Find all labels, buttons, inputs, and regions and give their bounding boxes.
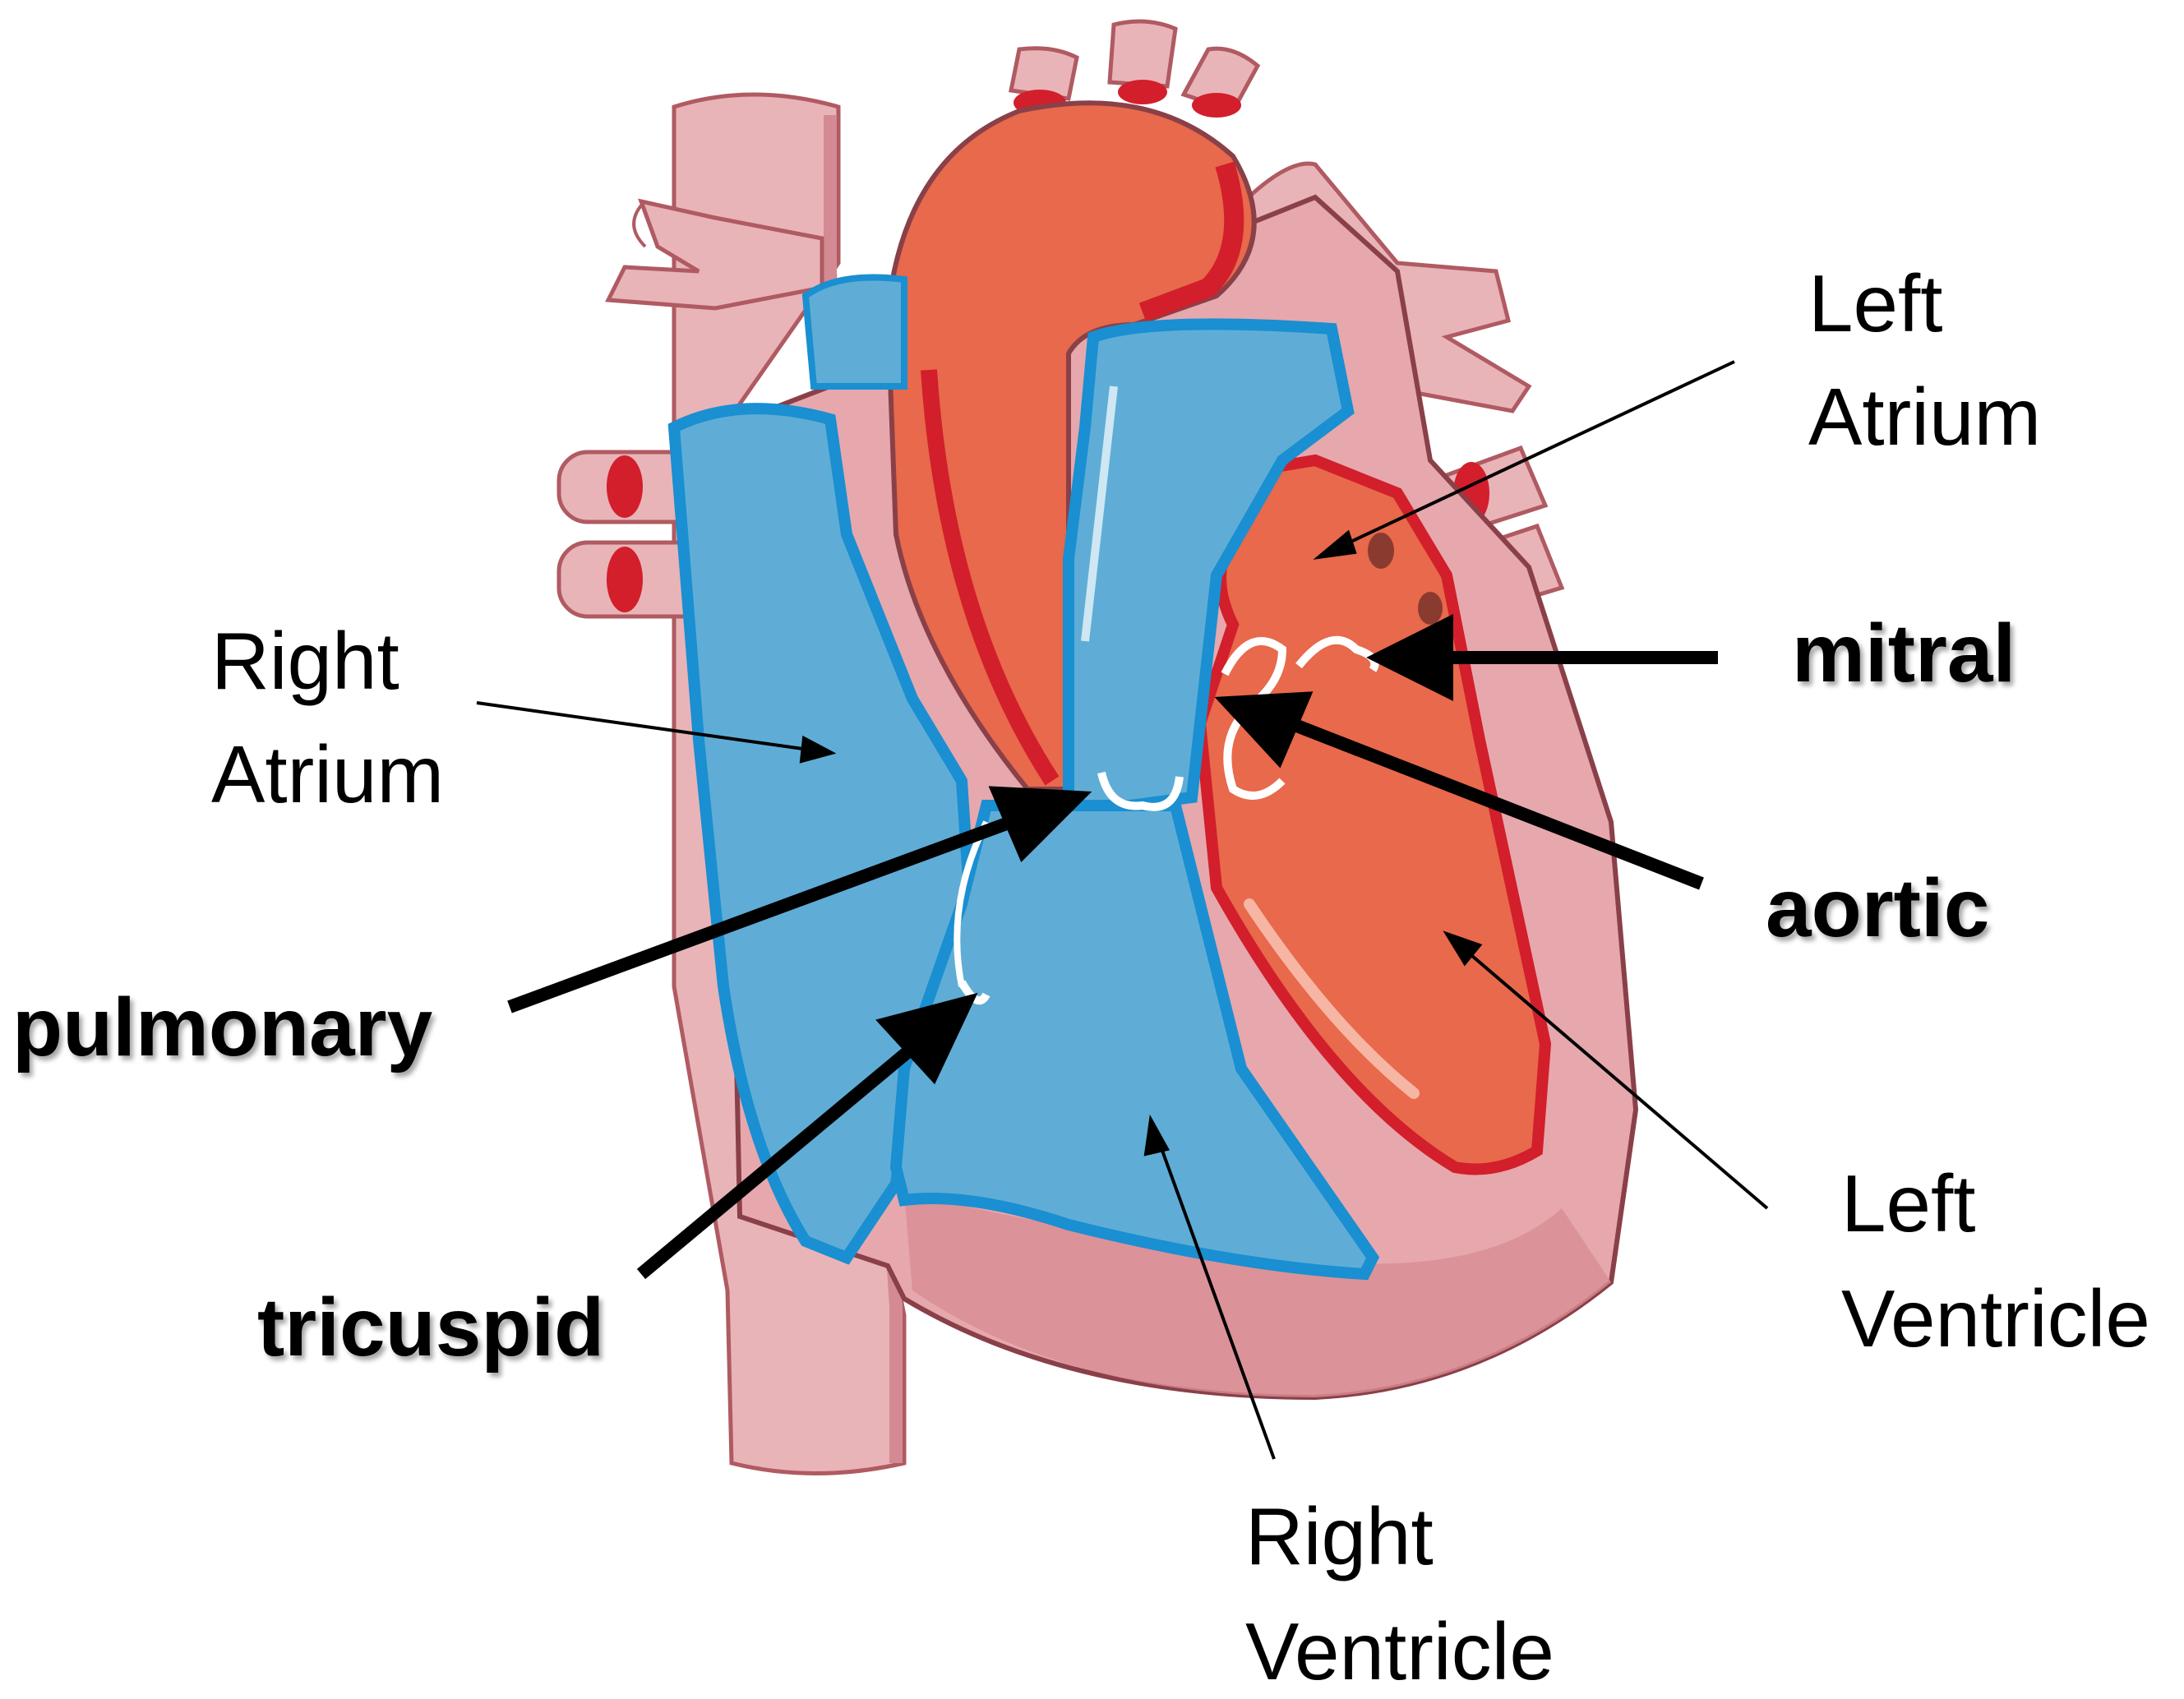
label-left-atrium-line2: Atrium bbox=[1808, 372, 2042, 462]
right-ventricle-chamber bbox=[889, 800, 1380, 1281]
label-left-ventricle-line1: Left bbox=[1841, 1158, 1976, 1249]
label-left-ventricle-line2: Ventricle bbox=[1841, 1273, 2150, 1364]
label-right-ventricle: Right Ventricle bbox=[1245, 1496, 1554, 1692]
label-left-atrium-line1: Left bbox=[1808, 258, 1943, 349]
pulmonary-artery-branches-left bbox=[605, 198, 824, 311]
label-right-atrium-line1: Right bbox=[211, 616, 399, 706]
arrow-aortic bbox=[1214, 691, 1704, 890]
label-pulmonary: pulmonary bbox=[12, 981, 433, 1073]
arrow-right-atrium bbox=[476, 701, 837, 764]
label-mitral: mitral bbox=[1792, 607, 2016, 699]
svc-stub bbox=[801, 274, 907, 390]
pulmonary-trunk bbox=[1063, 318, 1355, 820]
arrow-mitral bbox=[1366, 614, 1718, 701]
right-atrium-chamber bbox=[667, 403, 977, 1265]
label-right-ventricle-line2: Ventricle bbox=[1245, 1606, 1554, 1697]
label-aortic: aortic bbox=[1766, 862, 1990, 954]
label-left-ventricle: Left Ventricle bbox=[1841, 1163, 2150, 1359]
label-right-atrium-line2: Atrium bbox=[211, 729, 445, 819]
label-left-atrium: Left Atrium bbox=[1808, 263, 2041, 457]
arrow-right-ventricle bbox=[1143, 1114, 1276, 1460]
left-heart-chambers bbox=[1194, 454, 1552, 1175]
arrow-pulmonary bbox=[507, 786, 1092, 1013]
aorta bbox=[884, 19, 1261, 792]
anatomy-arrows bbox=[476, 360, 1769, 1460]
arrow-tricuspid bbox=[636, 992, 978, 1280]
label-right-ventricle-line1: Right bbox=[1245, 1491, 1434, 1581]
valve-arrows bbox=[507, 614, 1718, 1280]
label-right-atrium: Right Atrium bbox=[211, 621, 444, 815]
label-tricuspid: tricuspid bbox=[257, 1281, 605, 1374]
arrow-left-atrium bbox=[1313, 360, 1735, 560]
arrow-left-ventricle bbox=[1443, 930, 1769, 1210]
